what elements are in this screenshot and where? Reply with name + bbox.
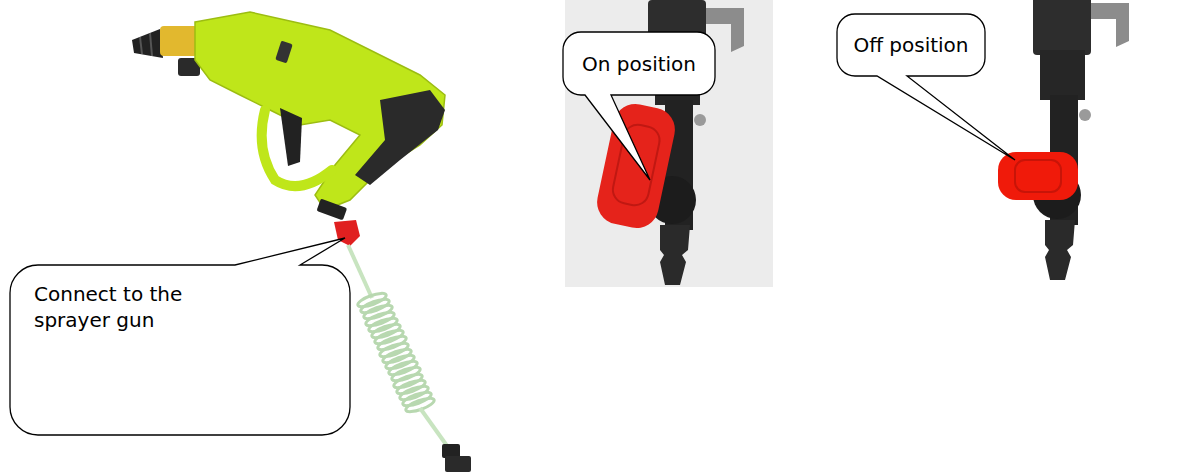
callout-shape	[563, 32, 715, 180]
gun-body	[195, 12, 445, 210]
callout-bubble: Connect to the sprayer gun	[10, 265, 350, 435]
trigger	[280, 108, 302, 166]
callout-bubble: On position	[563, 32, 715, 95]
hose	[348, 245, 372, 298]
handle-grip	[1015, 160, 1061, 192]
callout-shape	[837, 14, 1015, 160]
callout-text: Off position	[853, 32, 968, 58]
grip-rubber	[355, 90, 445, 185]
hose-end	[442, 444, 460, 458]
callout-text: On position	[582, 51, 696, 77]
callout-shape	[10, 238, 350, 435]
lock-button	[275, 41, 293, 64]
callout-bubble: Off position	[837, 14, 985, 76]
hose	[420, 408, 450, 450]
nozzle-tip	[132, 29, 163, 58]
valve-handle	[998, 152, 1078, 200]
nozzle-rib	[140, 37, 142, 54]
nozzle-rib	[150, 33, 152, 56]
valve-body	[1033, 0, 1129, 280]
hose-coil	[404, 396, 435, 415]
callout-text: Connect to the sprayer gun	[34, 281, 239, 333]
gun-inlet	[316, 199, 347, 221]
brass-fitting	[160, 26, 198, 56]
hose-end	[445, 456, 471, 472]
